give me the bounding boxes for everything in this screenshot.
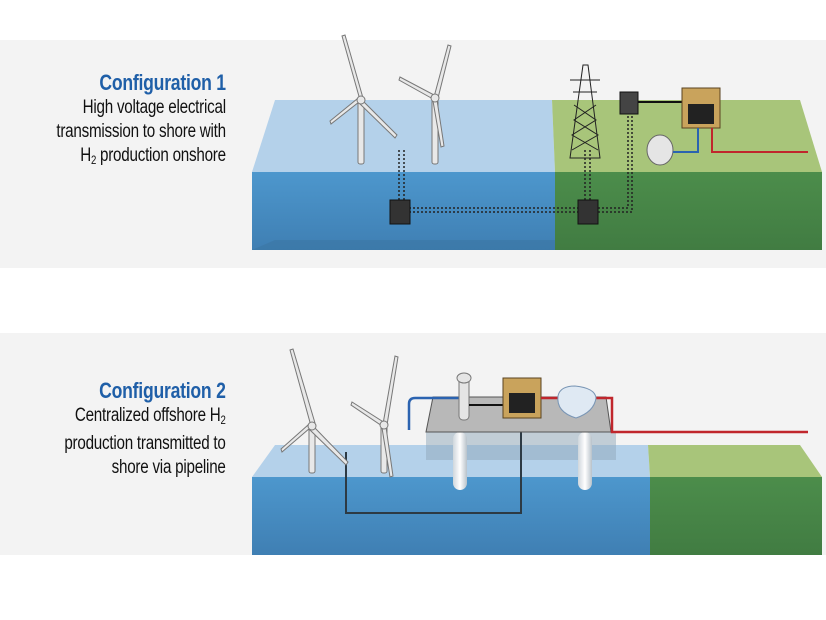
configuration-2-line: shore via pipeline <box>112 457 226 478</box>
subscript: 2 <box>220 413 226 427</box>
hydrogen-pipe <box>711 128 808 153</box>
configuration-1-scene <box>252 34 822 250</box>
converter-icon <box>619 91 639 115</box>
wind-turbine-icon <box>398 44 452 165</box>
platform-leg <box>578 432 592 490</box>
configuration-2-line: production transmitted to <box>64 433 227 454</box>
text: Centralized offshore H <box>75 405 221 426</box>
configuration-1-line: transmission to shore with <box>56 121 227 142</box>
land-surface <box>648 445 822 477</box>
configuration-2-title: Configuration 2 <box>99 378 227 403</box>
subsea-cable <box>398 110 633 213</box>
transmission-tower-icon <box>569 64 601 159</box>
sea-surface <box>252 100 555 172</box>
configuration-1-line: High voltage electrical <box>82 97 226 118</box>
configuration-1-title: Configuration 1 <box>99 70 227 95</box>
configuration-2-scene <box>252 348 822 555</box>
water-pipe <box>673 128 699 153</box>
configuration-2-line: Centralized offshore H2 <box>65 404 226 432</box>
land-surface <box>552 100 822 172</box>
wind-turbine-icon <box>280 348 349 474</box>
desalination-unit-icon <box>458 377 470 421</box>
configuration-1-line: H2 production onshore <box>57 144 226 172</box>
water-pipe <box>407 396 460 430</box>
compressor-icon <box>557 385 597 419</box>
platform-leg <box>453 432 467 490</box>
land-cross-section <box>650 477 822 555</box>
configuration-1-caption: Configuration 1 High voltage electrical … <box>56 70 227 172</box>
wind-turbine-icon <box>350 355 399 478</box>
substation-icon <box>577 199 599 225</box>
text: production onshore <box>96 145 226 166</box>
storage-tank-icon <box>646 134 674 166</box>
land-cross-section <box>555 172 822 250</box>
wind-turbine-icon <box>329 34 398 165</box>
subscript: 2 <box>91 153 97 167</box>
sea-cross-section <box>252 477 650 555</box>
configuration-2-caption: Configuration 2 Centralized offshore H2 … <box>64 378 227 480</box>
power-cable <box>345 420 522 514</box>
substation-icon <box>389 199 411 225</box>
h2-text: H <box>80 145 92 166</box>
